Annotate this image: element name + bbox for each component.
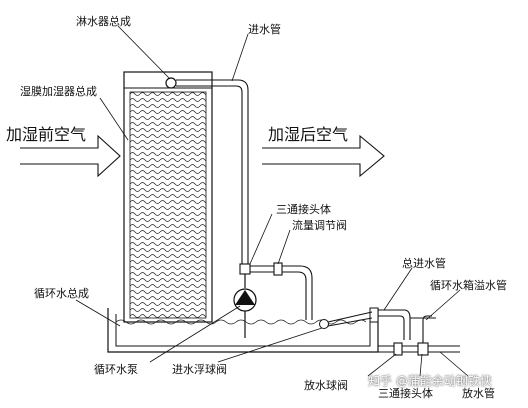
lower-tee (417, 342, 429, 356)
label-humidifier: 湿膜加湿器总成 (20, 85, 97, 98)
tee-and-valve (239, 262, 313, 320)
sprinkler-head (165, 77, 177, 89)
label-float-valve: 进水浮球阀 (172, 363, 227, 376)
air-in-arrow (20, 134, 121, 178)
inlet-pipe (176, 79, 249, 265)
drain-ball-valve (393, 342, 403, 356)
label-flow-valve: 流量调节阀 (292, 219, 347, 232)
label-air-before: 加湿前空气 (6, 125, 87, 144)
label-main-inlet: 总进水管 (402, 257, 446, 270)
label-drain-ball-valve: 放水球阀 (304, 379, 348, 392)
watermark: 知乎 @蒲能余动钢铁侠 (368, 374, 492, 388)
leader-lines (75, 25, 469, 377)
drain-line (378, 315, 460, 356)
label-tee-upper: 三通接头体 (276, 203, 331, 216)
circulation-pump (233, 274, 257, 338)
label-tee-lower: 三通接头体 (378, 387, 433, 400)
label-air-after: 加湿后空气 (268, 125, 349, 144)
float-valve (319, 311, 373, 329)
flow-valve (273, 262, 283, 276)
label-sprinkler: 淋水器总成 (76, 15, 131, 28)
label-inlet-pipe: 进水管 (248, 23, 281, 36)
label-overflow: 循环水箱溢水管 (430, 279, 507, 292)
wet-film-media (129, 91, 207, 319)
label-pump: 循环水泵 (94, 363, 138, 376)
label-drain-pipe: 放水管 (462, 387, 495, 400)
main-inlet-pipe (378, 309, 411, 340)
humidifier-column (123, 71, 213, 323)
air-out-arrow (262, 134, 385, 178)
label-circ-assembly: 循环水总成 (34, 287, 89, 300)
